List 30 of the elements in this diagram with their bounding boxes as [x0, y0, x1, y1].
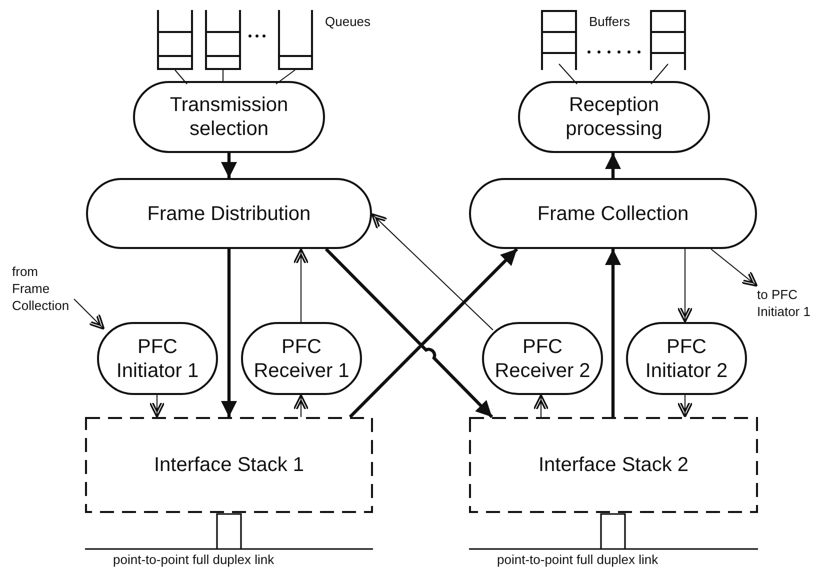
note-text: from Frame Collection [12, 263, 76, 319]
interface-stack-box: Interface Stack 1 [85, 417, 373, 513]
process-pill: PFC Receiver 2 [482, 322, 603, 395]
process-pill: PFC Receiver 1 [241, 322, 362, 395]
buffer-icon [650, 10, 686, 70]
connector-line [222, 70, 224, 82]
queue-label: Queues [325, 14, 371, 29]
process-pill: Frame Distribution [86, 178, 372, 249]
arrow [348, 248, 518, 418]
buffer-icon [541, 10, 577, 70]
connector-line [174, 70, 188, 84]
arrow [605, 249, 621, 417]
buffer-label: Buffers [589, 14, 630, 29]
link-label: point-to-point full duplex link [497, 552, 658, 567]
process-pill: PFC Initiator 2 [626, 322, 747, 395]
process-pill: Transmission selection [133, 81, 325, 153]
interface-stack-box: Interface Stack 2 [469, 417, 758, 513]
process-pill: PFC Initiator 1 [97, 322, 218, 395]
note-text: to PFC Initiator 1 [757, 286, 822, 322]
process-pill: Reception processing [518, 81, 710, 153]
arrow [605, 153, 621, 178]
arrow [221, 249, 237, 417]
queue-icon [278, 10, 313, 70]
arrow [324, 248, 494, 418]
arrow [221, 153, 237, 178]
queue-icon [157, 10, 193, 70]
queue-icon [205, 10, 241, 70]
connector-line [276, 70, 296, 84]
link-label: point-to-point full duplex link [113, 552, 274, 567]
process-pill: Frame Collection [469, 178, 757, 249]
